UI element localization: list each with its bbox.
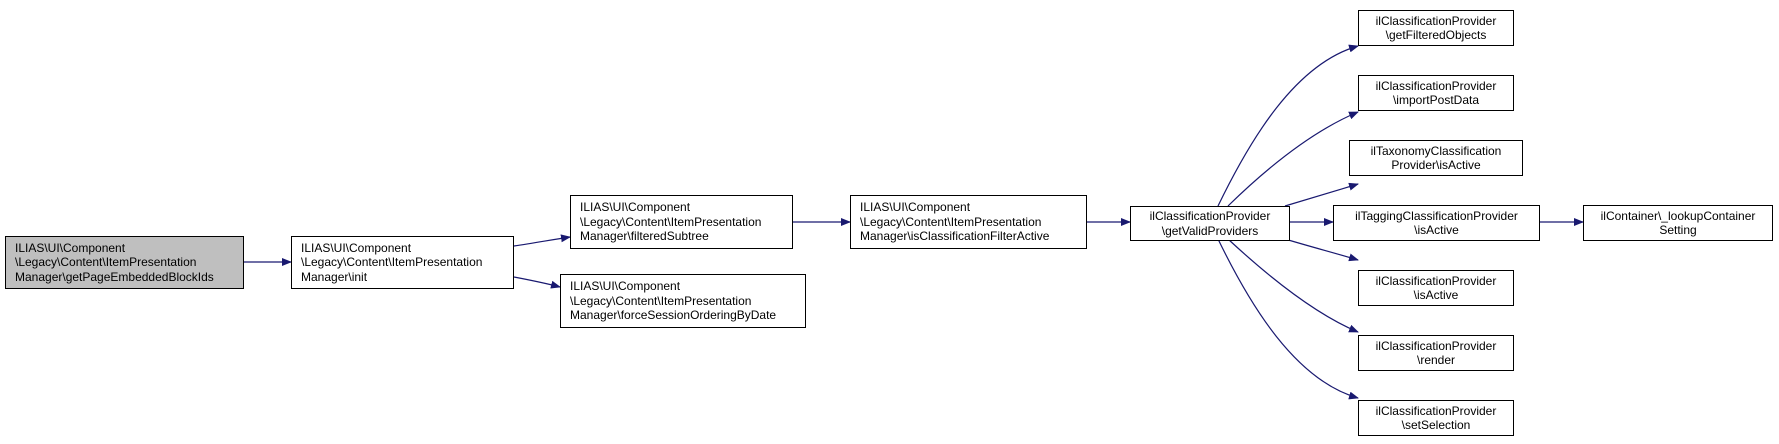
node-label-line: \Legacy\Content\ItemPresentation bbox=[15, 255, 197, 270]
node-label-line: ILIAS\UI\Component bbox=[15, 240, 126, 255]
edge-getvalidproviders-to-importpostdata bbox=[1227, 111, 1359, 207]
node-label-line: \isActive bbox=[1414, 223, 1459, 237]
node-label-line: \isActive bbox=[1413, 288, 1459, 302]
node-label-line: ilClassificationProvider bbox=[1375, 273, 1497, 288]
node-label-line: ilTaggingClassificationProvider bbox=[1355, 208, 1518, 223]
node-force-session-ordering-by-date[interactable]: ILIAS\UI\Component \Legacy\Content\ItemP… bbox=[560, 274, 806, 328]
node-label-line: Manager\isClassificationFilterActive bbox=[860, 229, 1050, 244]
node-label-line: Manager\filteredSubtree bbox=[580, 229, 709, 244]
node-label-line: \getFilteredObjects bbox=[1385, 28, 1487, 42]
node-init[interactable]: ILIAS\UI\Component \Legacy\Content\ItemP… bbox=[291, 236, 514, 289]
node-get-page-embedded-block-ids[interactable]: ILIAS\UI\Component \Legacy\Content\ItemP… bbox=[5, 236, 244, 289]
node-label-line: ILIAS\UI\Component bbox=[580, 200, 691, 215]
node-label-line: \Legacy\Content\ItemPresentation bbox=[860, 214, 1042, 229]
node-import-post-data[interactable]: ilClassificationProvider \importPostData bbox=[1358, 75, 1514, 111]
node-is-classification-filter-active[interactable]: ILIAS\UI\Component \Legacy\Content\ItemP… bbox=[850, 195, 1087, 249]
node-label-line: Provider\isActive bbox=[1391, 158, 1481, 172]
edge-getvalidproviders-to-taxonomyisactive bbox=[1284, 182, 1359, 207]
node-get-valid-providers[interactable]: ilClassificationProvider \getValidProvid… bbox=[1130, 206, 1290, 241]
node-set-selection[interactable]: ilClassificationProvider \setSelection bbox=[1358, 400, 1514, 436]
node-label-line: \importPostData bbox=[1392, 93, 1480, 107]
node-label-line: ILIAS\UI\Component bbox=[570, 279, 681, 294]
node-label-line: ILIAS\UI\Component bbox=[860, 200, 971, 215]
node-filtered-subtree[interactable]: ILIAS\UI\Component \Legacy\Content\ItemP… bbox=[570, 195, 793, 249]
node-label-line: \setSelection bbox=[1401, 418, 1471, 432]
node-label-line: ilClassificationProvider bbox=[1149, 209, 1271, 223]
node-render[interactable]: ilClassificationProvider \render bbox=[1358, 335, 1514, 371]
node-label-line: ilClassificationProvider bbox=[1375, 78, 1497, 93]
node-label-line: Manager\getPageEmbeddedBlockIds bbox=[15, 269, 214, 284]
node-label-line: Manager\forceSessionOrderingByDate bbox=[570, 308, 777, 323]
node-label-line: \render bbox=[1416, 353, 1456, 367]
edge-getvalidproviders-to-render bbox=[1227, 238, 1359, 333]
node-label-line: ilClassificationProvider bbox=[1375, 403, 1497, 418]
node-lookup-container-setting[interactable]: ilContainer\_lookupContainer Setting bbox=[1583, 205, 1773, 241]
node-get-filtered-objects[interactable]: ilClassificationProvider \getFilteredObj… bbox=[1358, 10, 1514, 46]
node-label-line: ilTaxonomyClassification bbox=[1370, 143, 1502, 158]
node-label-line: Setting bbox=[1659, 223, 1697, 237]
edge-getvalidproviders-to-getfilteredobjects bbox=[1217, 44, 1359, 207]
edge-getvalidproviders-to-providerisactive bbox=[1284, 238, 1359, 262]
node-label-line: \Legacy\Content\ItemPresentation bbox=[301, 255, 483, 270]
edge-getvalidproviders-to-setselection bbox=[1217, 238, 1359, 400]
node-label-line: Manager\init bbox=[301, 269, 368, 284]
node-provider-is-active[interactable]: ilClassificationProvider \isActive bbox=[1358, 270, 1514, 306]
node-label-line: \getValidProviders bbox=[1161, 223, 1259, 238]
node-label-line: ilClassificationProvider bbox=[1375, 338, 1497, 353]
node-tagging-is-active[interactable]: ilTaggingClassificationProvider \isActiv… bbox=[1333, 205, 1540, 241]
node-label-line: ilClassificationProvider bbox=[1375, 13, 1497, 28]
node-label-line: ILIAS\UI\Component bbox=[301, 240, 412, 255]
node-label-line: \Legacy\Content\ItemPresentation bbox=[580, 214, 762, 229]
edge-init-to-filteredsubtree bbox=[513, 234, 571, 247]
edge-init-to-forcesessionordering bbox=[513, 276, 561, 289]
node-label-line: \Legacy\Content\ItemPresentation bbox=[570, 293, 752, 308]
node-taxonomy-is-active[interactable]: ilTaxonomyClassification Provider\isActi… bbox=[1349, 140, 1523, 176]
node-label-line: ilContainer\_lookupContainer bbox=[1600, 208, 1756, 223]
